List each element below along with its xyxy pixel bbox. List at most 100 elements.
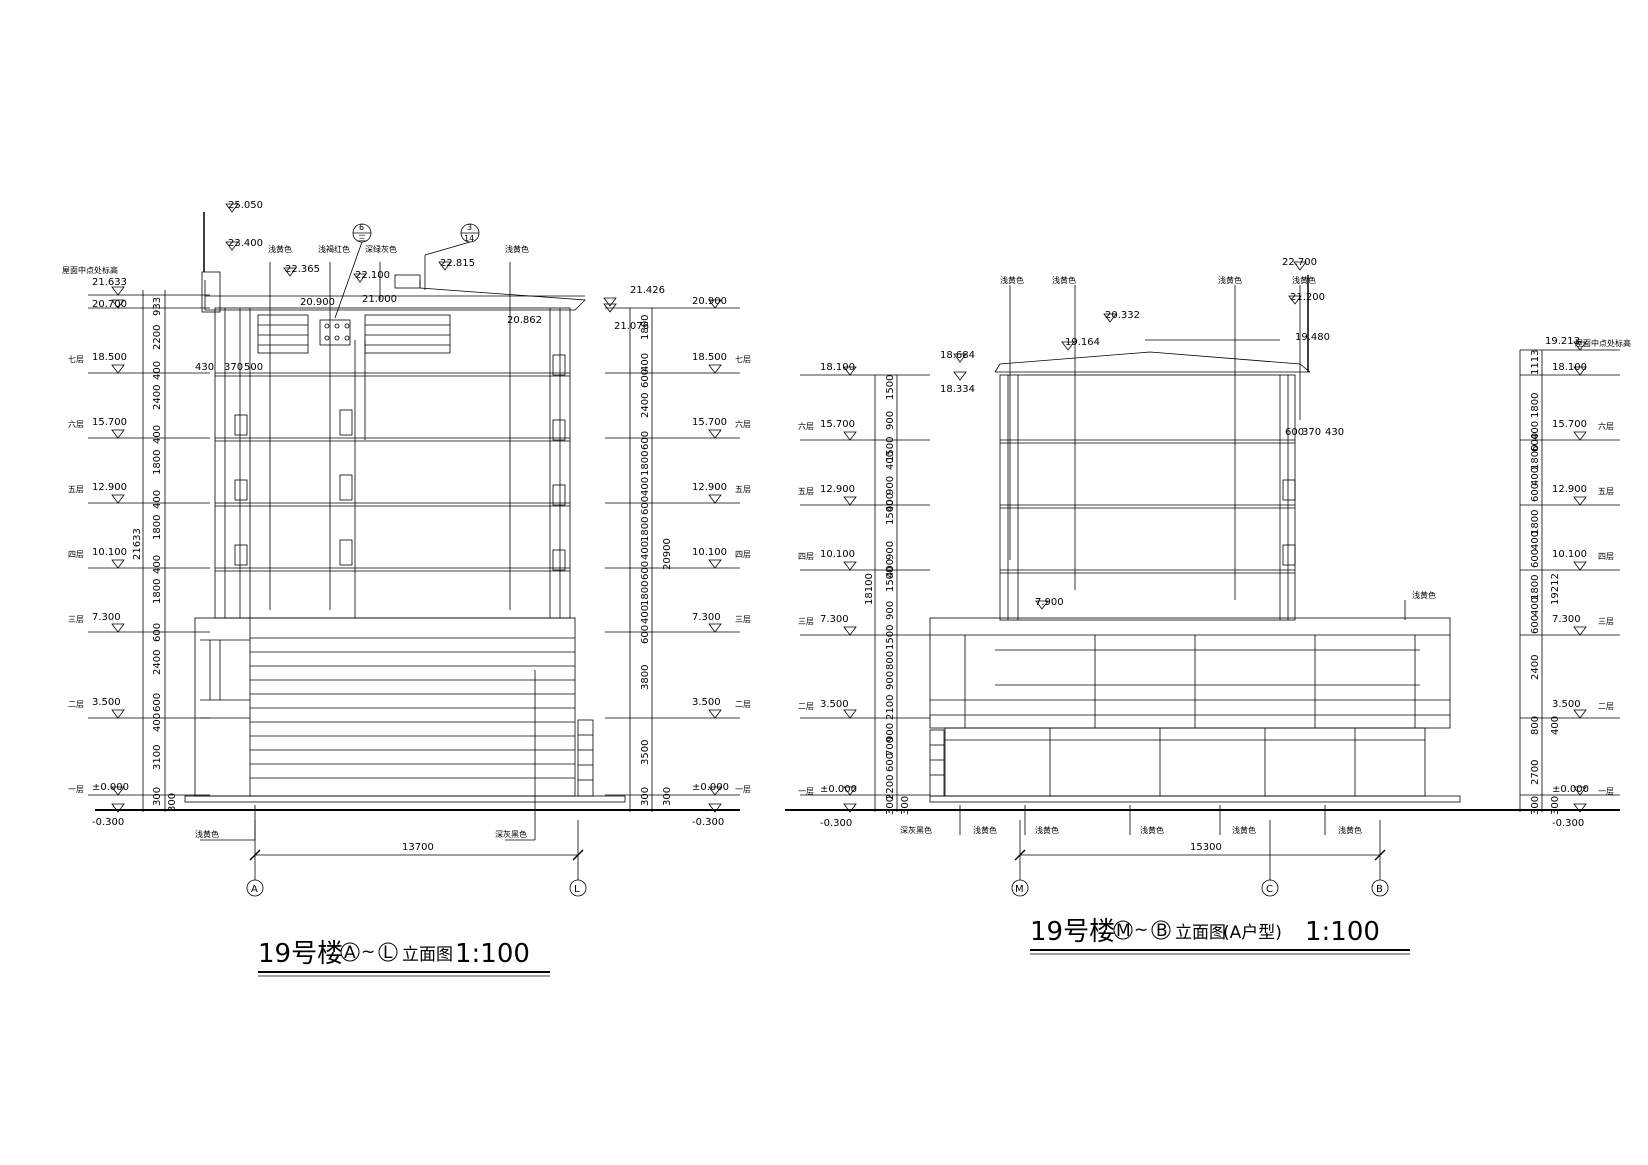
elevation-marker [843, 709, 857, 719]
right-dim-r-10: 1800 [1530, 575, 1541, 600]
right-dim-r-18: 300 [1550, 796, 1561, 815]
right-elev-r-6: 3.500 [1552, 699, 1581, 710]
elevation-marker [843, 561, 857, 571]
right-floor-l-5: 一层 [798, 787, 814, 796]
right-elev-l-7: -0.300 [820, 818, 852, 829]
left-dim-6: 400 [152, 490, 163, 509]
elevation-marker [1573, 341, 1587, 351]
right-dim-r-7: 1800 [1530, 510, 1541, 535]
left-dim-r-2: 600 [640, 369, 651, 388]
elevation-marker [438, 261, 452, 271]
left-top-elev-6: 21.076 [614, 321, 649, 332]
left-floor-r-2: 五层 [735, 485, 751, 494]
left-floor-l-6: 一层 [68, 785, 84, 794]
left-dim-9: 1800 [152, 579, 163, 604]
right-dim-r-3: 600 [1530, 433, 1541, 452]
elevation-marker [111, 786, 125, 796]
left-top-elev-5: 21.426 [630, 285, 665, 296]
right-floor-l-0: 六层 [798, 421, 814, 431]
left-top-elev-1: 23.400 [228, 238, 263, 249]
left-detail-mark-2: 3 [467, 223, 472, 232]
left-dim-r-13: 600 [640, 625, 651, 644]
right-dim-r-4: 1800 [1530, 445, 1541, 470]
right-dim-12: 800 [885, 651, 896, 670]
left-elevation-labels: 19号楼 A ~ L 立面图 1:100 屋面中点处标高 21.633 20.7… [62, 200, 751, 977]
right-dim-18: 2200 [885, 775, 896, 800]
elevation-marker [353, 273, 367, 283]
right-elevation [785, 275, 1620, 880]
right-title-axis-a: M [1116, 921, 1131, 941]
left-dim-r-17: 300 [662, 787, 673, 806]
left-elev-l-2: 18.500 [92, 352, 127, 363]
right-dim-r-total: 19212 [1550, 573, 1561, 605]
left-misc-dim-0: 430 [195, 362, 214, 373]
left-dim-r-5: 1800 [640, 451, 651, 476]
right-floor-r-5: 一层 [1598, 787, 1614, 796]
left-dim-r-10: 600 [640, 561, 651, 580]
elevation-marker [225, 241, 239, 251]
right-dim-13: 900 [885, 671, 896, 690]
left-top-elev-0: 25.050 [228, 200, 263, 211]
elevation-marker [111, 559, 125, 569]
elevation-marker [1573, 786, 1587, 796]
right-callout-top-2: 浅黄色 [1218, 275, 1242, 285]
left-callout-3: 浅黄色 [505, 244, 529, 254]
left-floor-l-2: 五层 [68, 485, 84, 494]
right-dim-7: 900 [885, 541, 896, 560]
left-dim-r-14: 3800 [640, 665, 651, 690]
right-floor-r-0: 六层 [1598, 421, 1614, 431]
right-title-tilde: ~ [1134, 920, 1148, 940]
right-dim-3: 400 [885, 451, 896, 470]
elevation-marker [708, 494, 722, 504]
elevation-marker [111, 364, 125, 374]
right-callout-bottom-4: 浅黄色 [1232, 825, 1256, 835]
left-floor-r-3: 四层 [735, 550, 751, 559]
elevation-marker [1035, 600, 1049, 610]
left-floor-l-3: 四层 [68, 550, 84, 559]
right-dim-20: 300 [900, 796, 911, 815]
left-dim-r-11: 1800 [640, 581, 651, 606]
right-callout-top-3: 浅黄色 [1292, 275, 1316, 285]
right-floor-r-3: 三层 [1598, 617, 1614, 626]
left-floor-r-0: 七层 [735, 355, 751, 364]
left-dim-r-3: 2400 [640, 393, 651, 418]
elevation-marker [708, 709, 722, 719]
elevation-marker [708, 299, 722, 309]
left-elev-l-1: 20.700 [92, 299, 127, 310]
right-callout-top-1: 浅黄色 [1052, 275, 1076, 285]
right-callout-bottom-5: 浅黄色 [1338, 825, 1362, 835]
left-misc-dim-2: 500 [244, 362, 263, 373]
right-misc-dim-0: 600 [1285, 427, 1304, 438]
right-axis-0: M [1015, 884, 1024, 895]
left-misc-dim-1: 370 [224, 362, 243, 373]
left-detail-mark-1: 三 [358, 234, 366, 243]
left-elev-l-8: ±0.000 [92, 782, 129, 793]
right-dim-16: 700 [885, 737, 896, 756]
elevation-marker [708, 786, 722, 796]
right-parapet-note: 屋面中点处标高 [1575, 338, 1631, 348]
left-dim-15: 300 [152, 787, 163, 806]
left-elev-r-0: 20.900 [692, 296, 727, 307]
elevation-marker [1288, 295, 1302, 305]
left-dim-total: 21633 [132, 528, 143, 560]
left-title-suffix: 立面图 [402, 945, 453, 965]
right-dim-4: 900 [885, 476, 896, 495]
left-dim-r-8: 1800 [640, 517, 651, 542]
left-floor-r-4: 三层 [735, 615, 751, 624]
right-floor-l-3: 三层 [798, 617, 814, 626]
right-callout-bottom-2: 浅黄色 [1035, 825, 1059, 835]
elevation-marker [843, 366, 857, 376]
right-elev-l-4: 7.300 [820, 614, 849, 625]
left-title-prefix: 19号楼 [258, 939, 343, 969]
elevation-marker [111, 623, 125, 633]
left-elev-l-5: 10.100 [92, 547, 127, 558]
right-callout-mid: 浅黄色 [1412, 590, 1436, 600]
left-dim-14: 3100 [152, 745, 163, 770]
right-top-elev-4: 19.480 [1295, 332, 1330, 343]
right-top-elev-0: 22.700 [1282, 257, 1317, 268]
right-callout-top-0: 浅黄色 [1000, 275, 1024, 285]
right-callout-bottom-3: 浅黄色 [1140, 825, 1164, 835]
left-elev-r-8: -0.300 [692, 817, 724, 828]
left-dim-11: 2400 [152, 650, 163, 675]
left-floor-l-0: 七层 [68, 355, 84, 364]
